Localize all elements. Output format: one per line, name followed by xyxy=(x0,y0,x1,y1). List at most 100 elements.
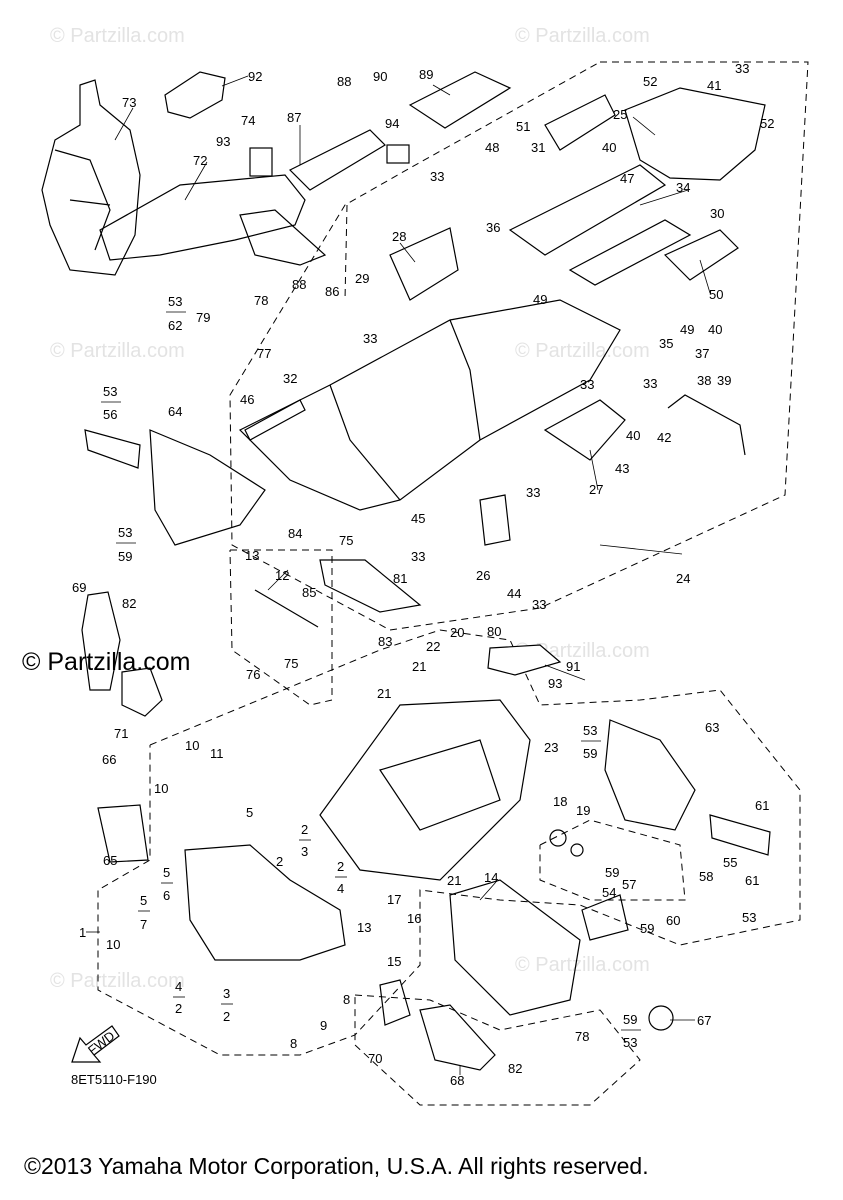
callout-45: 45 xyxy=(411,511,425,526)
callout-28: 28 xyxy=(392,229,406,244)
callout-51: 51 xyxy=(516,119,530,134)
callout-39: 39 xyxy=(717,373,731,388)
callout-78: 78 xyxy=(575,1029,589,1044)
callout-21: 21 xyxy=(377,686,391,701)
callout-49: 49 xyxy=(680,322,694,337)
part-27-bracket xyxy=(543,399,626,461)
callout-19: 19 xyxy=(576,803,590,818)
callout-41: 41 xyxy=(707,78,721,93)
part-71-plate xyxy=(121,667,163,717)
callout-33: 33 xyxy=(411,549,425,564)
callout-85: 85 xyxy=(302,585,316,600)
callout-73: 73 xyxy=(122,95,136,110)
part-26-bracket xyxy=(479,494,511,546)
part-74-bracket xyxy=(249,147,273,177)
part-34-tunnel-lower xyxy=(568,219,692,286)
watermark-main: © Partzilla.com xyxy=(22,648,190,676)
callout-9: 9 xyxy=(320,1018,327,1033)
callout-10: 10 xyxy=(154,781,168,796)
callout-34: 34 xyxy=(676,180,690,195)
part-34-tunnel xyxy=(508,164,667,256)
part-72-upper-frame xyxy=(99,174,306,261)
callout-22: 22 xyxy=(426,639,440,654)
callout-92: 92 xyxy=(248,69,262,84)
callout-75: 75 xyxy=(339,533,353,548)
callout-4: 4 xyxy=(175,979,182,994)
leader xyxy=(399,242,416,263)
callout-32: 32 xyxy=(283,371,297,386)
part-63-plate xyxy=(604,719,696,831)
leader xyxy=(699,259,711,294)
callout-59: 59 xyxy=(605,865,619,880)
callout-87: 87 xyxy=(287,110,301,125)
callout-62: 62 xyxy=(168,318,182,333)
callout-10: 10 xyxy=(185,738,199,753)
callout-33: 33 xyxy=(532,597,546,612)
leader xyxy=(221,75,249,87)
callout-11: 11 xyxy=(210,746,224,761)
part-73-front-frame xyxy=(41,79,141,276)
watermark: © Partzilla.com xyxy=(515,954,650,976)
watermark: © Partzilla.com xyxy=(515,25,650,47)
callout-46: 46 xyxy=(240,392,254,407)
callout-5: 5 xyxy=(140,893,147,908)
callout-84: 84 xyxy=(288,526,302,541)
outline-68 xyxy=(354,994,641,1106)
callout-83: 83 xyxy=(378,634,392,649)
leader xyxy=(639,189,689,206)
callout-10: 10 xyxy=(106,937,120,952)
leader xyxy=(114,107,134,141)
callout-2: 2 xyxy=(337,859,344,874)
callout-79: 79 xyxy=(196,310,210,325)
part-18-seal xyxy=(549,829,567,847)
callout-15: 15 xyxy=(387,954,401,969)
part-1-frame xyxy=(184,844,346,961)
callout-55: 55 xyxy=(723,855,737,870)
part-91-pad xyxy=(487,644,562,676)
callout-21: 21 xyxy=(447,873,461,888)
callout-35: 35 xyxy=(659,336,673,351)
callout-25: 25 xyxy=(613,107,627,122)
callout-93: 93 xyxy=(216,134,230,149)
callout-58: 58 xyxy=(699,869,713,884)
diagram-code: 8ET5110-F190 xyxy=(71,1072,157,1087)
part-83-plate xyxy=(319,559,422,613)
part-55-plate xyxy=(709,814,771,856)
callout-74: 74 xyxy=(241,113,255,128)
callout-13: 13 xyxy=(245,548,259,563)
callout-40: 40 xyxy=(626,428,640,443)
callout-94: 94 xyxy=(385,116,399,131)
copyright-notice: ©2013 Yamaha Motor Corporation, U.S.A. A… xyxy=(24,1153,649,1179)
callout-70: 70 xyxy=(368,1051,382,1066)
callout-16: 16 xyxy=(407,911,421,926)
callout-53: 53 xyxy=(103,384,117,399)
part-19-ring xyxy=(570,843,584,857)
outline-53 xyxy=(539,819,686,901)
callout-82: 82 xyxy=(508,1061,522,1076)
callout-5: 5 xyxy=(246,805,253,820)
callout-40: 40 xyxy=(708,322,722,337)
part-14-exchanger xyxy=(449,879,581,1016)
callout-49: 49 xyxy=(533,292,547,307)
callout-53: 53 xyxy=(168,294,182,309)
callout-1: 1 xyxy=(79,925,86,940)
fwd-arrow-icon: FWD xyxy=(71,1025,120,1063)
callout-78: 78 xyxy=(254,293,268,308)
callouts: 92 73 93 74 72 87 88 90 89 94 33 52 41 5… xyxy=(72,61,774,1088)
callout-24: 24 xyxy=(676,571,690,586)
callout-59: 59 xyxy=(118,549,132,564)
callout-77: 77 xyxy=(257,346,271,361)
callout-21: 21 xyxy=(412,659,426,674)
watermarks: © Partzilla.com © Partzilla.com © Partzi… xyxy=(22,25,650,992)
outline-24 xyxy=(229,61,809,631)
callout-38: 38 xyxy=(697,373,711,388)
part-56-plate xyxy=(84,429,141,469)
part-24-chassis xyxy=(238,299,621,511)
callout-8: 8 xyxy=(290,1036,297,1051)
callout-2: 2 xyxy=(175,1001,182,1016)
leader xyxy=(632,116,656,136)
parts xyxy=(41,71,771,1071)
callout-47: 47 xyxy=(620,171,634,186)
callout-65: 65 xyxy=(103,853,117,868)
